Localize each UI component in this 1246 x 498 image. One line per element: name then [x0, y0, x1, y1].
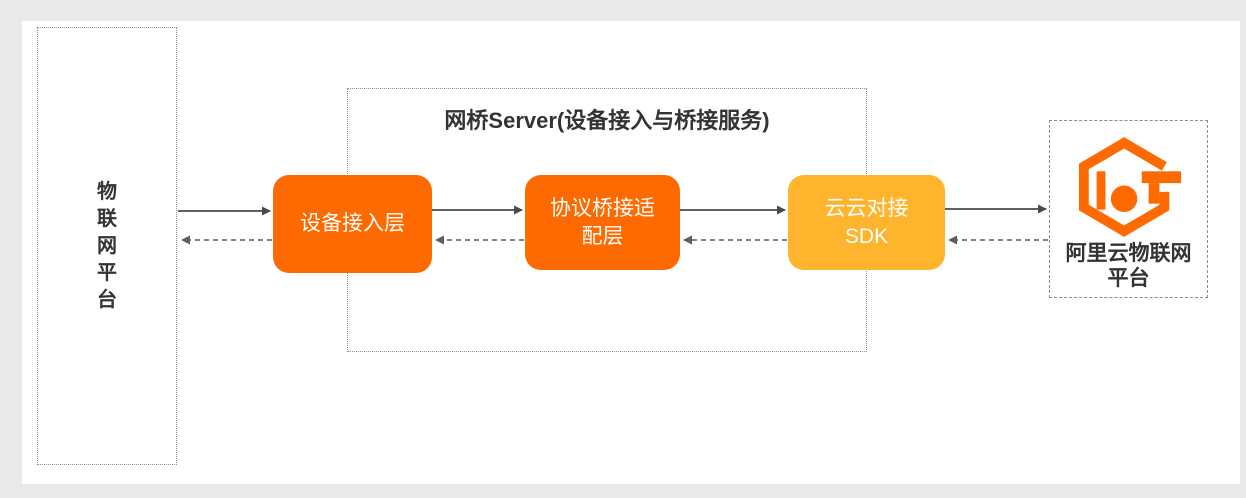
- logo-letter-t-bar: [1141, 171, 1181, 184]
- node-protocol-bridge-adapter-layer-line1: 协议桥接适: [550, 196, 655, 220]
- node-cloud-cloud-sdk-line2: SDK: [844, 224, 889, 248]
- logo-letter-i: [1096, 171, 1105, 210]
- aliyun-iot-platform-label-line1: 阿里云物联网: [1065, 242, 1192, 265]
- node-device-access-layer-label: 设备接入层: [300, 212, 405, 235]
- bridge-server-title: 网桥Server(设备接入与桥接服务): [444, 108, 770, 133]
- aliyun-iot-logo-icon: [1078, 137, 1181, 237]
- node-device-access-layer: 设备接入层: [273, 175, 432, 273]
- logo-letter-t-stem: [1148, 183, 1159, 204]
- node-protocol-bridge-adapter-layer: 协议桥接适 配层: [525, 175, 680, 270]
- bridge-server-container: 网桥Server(设备接入与桥接服务): [347, 88, 867, 352]
- aliyun-iot-platform-label: 阿里云物联网 平台: [1066, 241, 1192, 291]
- iot-platform-label: 物联网平台: [97, 180, 117, 311]
- aliyun-iot-platform-box: 阿里云物联网 平台: [1049, 120, 1208, 298]
- logo-letter-o: [1110, 185, 1137, 213]
- node-cloud-cloud-sdk-line1: 云云对接: [824, 196, 909, 220]
- logo-hexagon: [1078, 137, 1169, 237]
- node-protocol-bridge-adapter-layer-line2: 配层: [581, 224, 624, 248]
- aliyun-iot-platform-label-line2: 平台: [1107, 267, 1150, 290]
- node-cloud-cloud-sdk: 云云对接 SDK: [788, 175, 945, 270]
- iot-platform-box: 物联网平台: [37, 27, 177, 465]
